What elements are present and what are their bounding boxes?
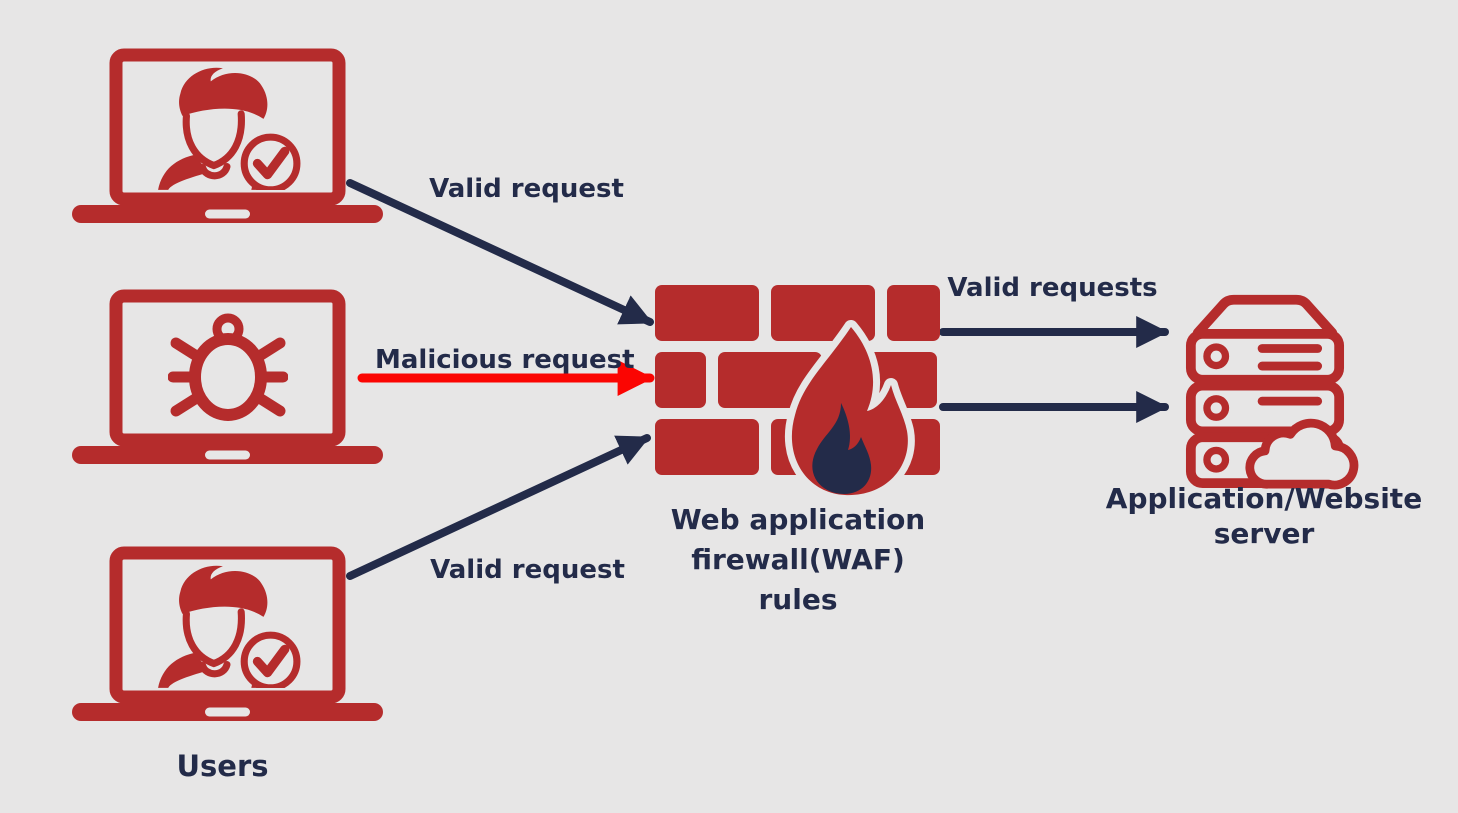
valid-request-bottom-label: Valid request [430,555,625,585]
firewall-label: Web application firewall(WAF) rules [648,500,948,620]
server-led-2 [1203,395,1230,421]
server-label-line2: server [1213,517,1315,550]
server-led-3 [1203,446,1230,473]
laptop-valid-user-bottom [72,540,383,721]
malicious-request-label: Malicious request [375,345,635,375]
server-label: Application/Website server [1089,481,1439,551]
server-stack-cloud-icon [1185,294,1359,490]
server-rack-2 [1185,380,1345,437]
server-label-line1: Application/Website [1105,482,1423,515]
valid-requests-out-label: Valid requests [947,273,1158,303]
firewall-label-line3: rules [758,583,838,616]
user-check-icon [158,68,297,190]
server-led-1 [1203,343,1230,370]
users-group-label: Users [176,749,269,783]
server-rack-1 [1185,328,1345,385]
valid-request-top-label: Valid request [429,174,624,204]
user-check-icon [158,566,297,688]
valid-request-bottom-arrow [346,434,651,580]
bug-icon [173,318,283,415]
brick-wall-flame-icon [655,285,940,503]
firewall-label-line1: Web application [670,503,926,536]
cloud-icon [1245,418,1359,490]
valid-request-top-arrow [346,179,654,326]
laptop-valid-user-top [72,42,383,223]
laptop-attacker [72,283,383,464]
flame-icon [784,320,915,503]
firewall-label-line2: firewall(WAF) [691,543,905,576]
server-top [1192,294,1338,338]
